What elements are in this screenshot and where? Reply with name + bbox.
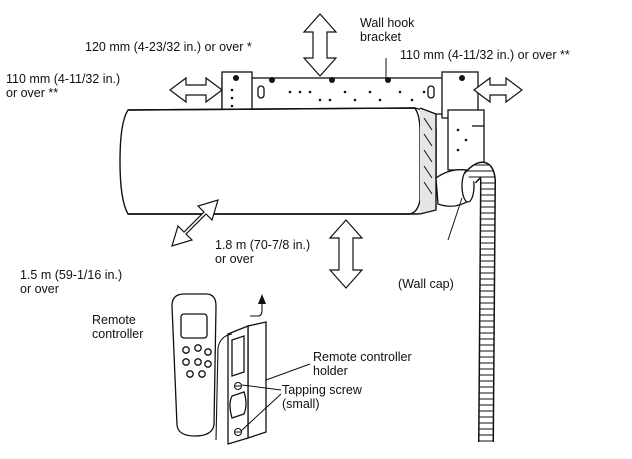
holder-arrow-head — [258, 294, 266, 304]
label-clearance-top: 120 mm (4-23/32 in.) or over * — [85, 40, 252, 54]
cord-line — [215, 333, 233, 441]
holder-guide-line — [250, 300, 263, 317]
label-remote-controller-holder: Remote controller holder — [313, 350, 412, 378]
leader-lines — [240, 58, 463, 432]
remote-controller — [171, 293, 217, 437]
clearance-arrow-bottom — [328, 219, 364, 289]
label-tapping-screw: Tapping screw (small) — [282, 383, 362, 411]
label-clearance-left: 110 mm (4-11/32 in.) or over ** — [6, 72, 121, 100]
clearance-arrow-left — [169, 76, 223, 104]
piping-hose — [464, 161, 497, 443]
indoor-unit — [119, 107, 437, 215]
wall-cap — [435, 169, 475, 207]
tapping-screw — [234, 382, 242, 436]
clearance-arrow-top — [302, 13, 338, 77]
label-wall-cap: (Wall cap) — [398, 277, 454, 291]
label-clearance-front: 1.5 m (59-1/16 in.) or over — [20, 268, 123, 296]
label-remote-controller: Remote controller — [92, 313, 144, 341]
label-clearance-bottom: 1.8 m (70-7/8 in.) or over — [215, 238, 311, 266]
label-wall-hook-bracket: Wall hook bracket — [360, 16, 415, 44]
label-clearance-right: 110 mm (4-11/32 in.) or over ** — [400, 48, 570, 62]
clearance-arrow-front — [171, 199, 219, 247]
clearance-arrow-right — [473, 76, 523, 104]
